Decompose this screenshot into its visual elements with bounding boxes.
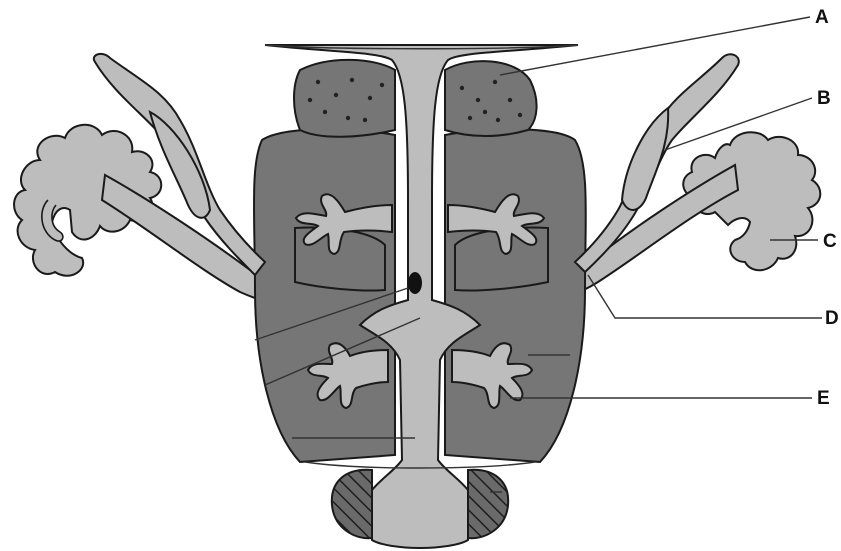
label-b: B — [817, 88, 831, 109]
gland-upper-right — [445, 61, 537, 136]
label-a: A — [815, 7, 829, 28]
gland-lower-left — [332, 470, 372, 538]
label-e: E — [817, 388, 830, 409]
leader-d — [588, 275, 822, 318]
label-d: D — [825, 308, 839, 329]
uterus-body — [254, 129, 395, 462]
tube-right-swelling — [622, 108, 668, 210]
uterus-body-right — [445, 129, 586, 462]
label-c: C — [823, 231, 837, 252]
central-opening — [408, 272, 422, 294]
gland-lower-right — [468, 470, 508, 538]
